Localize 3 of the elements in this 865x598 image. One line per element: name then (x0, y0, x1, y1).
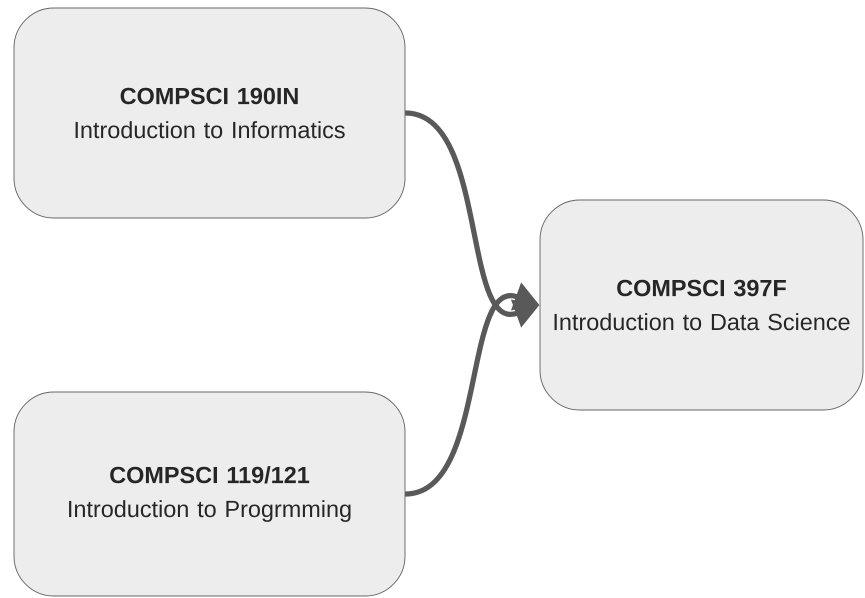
course-box: COMPSCI 397F Introduction to Data Science (540, 200, 864, 410)
course-box: COMPSCI 119/121 Introduction to Progrmming (14, 392, 406, 596)
course-box: COMPSCI 190IN Introduction to Informatics (14, 8, 406, 218)
